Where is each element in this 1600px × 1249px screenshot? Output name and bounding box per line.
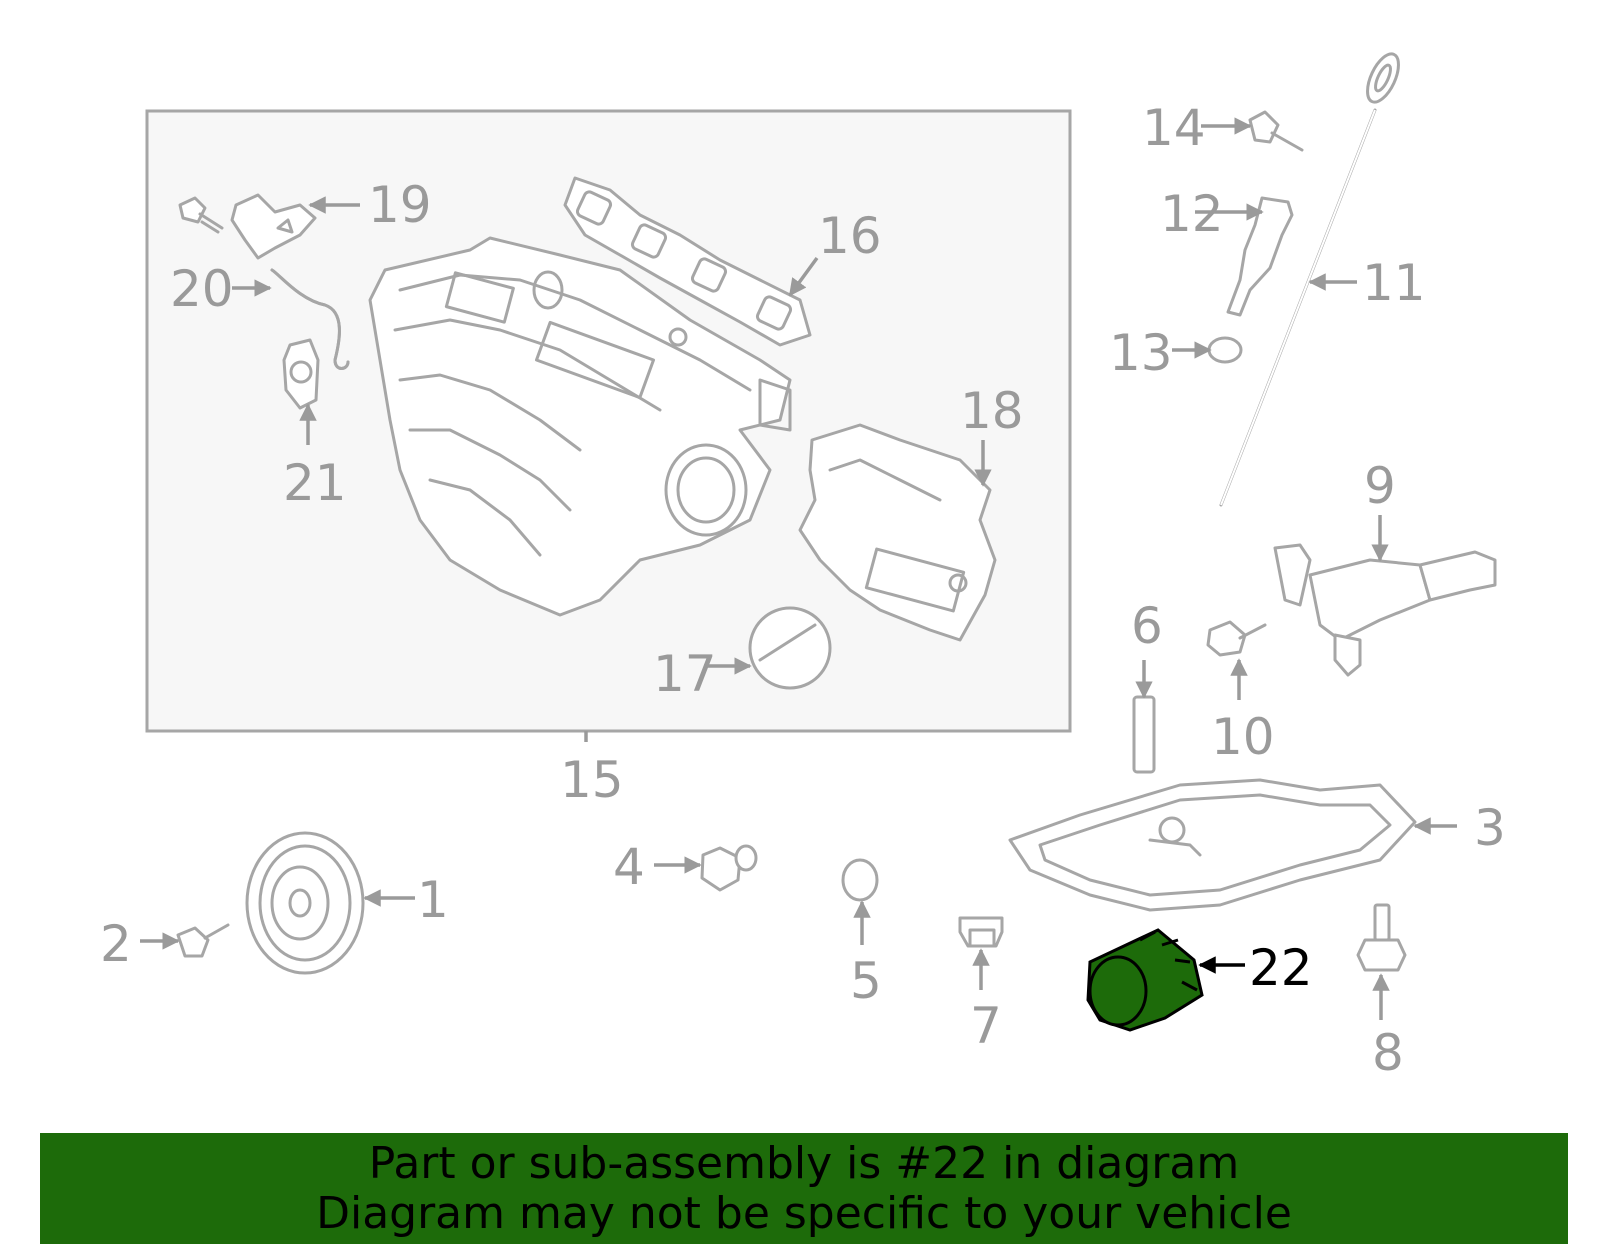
callout-22-highlighted: 22 xyxy=(1249,939,1313,997)
intake-gasket-part[interactable] xyxy=(563,176,812,347)
callout-14: 14 xyxy=(1142,99,1206,157)
callout-8: 8 xyxy=(1372,1024,1404,1082)
banner-line-1: Part or sub-assembly is #22 in diagram xyxy=(368,1138,1240,1189)
callout-11: 11 xyxy=(1362,254,1426,312)
callout-20: 20 xyxy=(170,260,234,318)
callout-16: 16 xyxy=(818,207,882,265)
bolt-part[interactable] xyxy=(1206,620,1267,657)
dipstick-guide-part[interactable] xyxy=(1226,196,1294,317)
callout-21: 21 xyxy=(283,454,347,512)
callout-4: 4 xyxy=(613,838,645,896)
oil-pressure-switch-part[interactable] xyxy=(700,844,758,892)
callout-10: 10 xyxy=(1211,708,1275,766)
dipstick-part[interactable] xyxy=(1219,49,1405,507)
bracket-part[interactable] xyxy=(230,193,317,260)
oil-filter-part-22[interactable] xyxy=(1086,928,1204,1032)
callout-3: 3 xyxy=(1474,799,1506,857)
callout-17: 17 xyxy=(653,645,717,703)
info-banner: Part or sub-assembly is #22 in diagram D… xyxy=(40,1133,1568,1244)
washer-part[interactable] xyxy=(841,858,879,902)
stud-part[interactable] xyxy=(1356,903,1407,972)
bolt-part[interactable] xyxy=(178,196,224,234)
callout-5: 5 xyxy=(850,952,882,1010)
bolt-part[interactable] xyxy=(1248,110,1304,152)
cap-part[interactable] xyxy=(748,606,832,690)
bolt-part[interactable] xyxy=(176,923,230,958)
oil-control-valve-part[interactable] xyxy=(1273,543,1497,677)
callout-12: 12 xyxy=(1160,185,1224,243)
callout-9: 9 xyxy=(1364,457,1396,515)
callout-6: 6 xyxy=(1131,597,1163,655)
intake-manifold-part[interactable] xyxy=(368,236,792,617)
callout-7: 7 xyxy=(970,997,1002,1055)
banner-line-2: Diagram may not be specific to your vehi… xyxy=(316,1188,1292,1239)
engine-cover-part[interactable] xyxy=(798,423,997,642)
callout-19: 19 xyxy=(368,176,432,234)
callout-13: 13 xyxy=(1109,324,1173,382)
callout-18: 18 xyxy=(960,382,1024,440)
callout-15: 15 xyxy=(560,751,624,809)
drain-plug-part[interactable] xyxy=(958,916,1004,948)
oil-pan-part[interactable] xyxy=(1008,778,1417,912)
crankshaft-pulley-part[interactable] xyxy=(245,831,365,975)
callout-2: 2 xyxy=(100,915,132,973)
stud-part[interactable] xyxy=(1132,695,1156,774)
callout-1: 1 xyxy=(417,871,449,929)
o-ring-part[interactable] xyxy=(1207,336,1243,364)
